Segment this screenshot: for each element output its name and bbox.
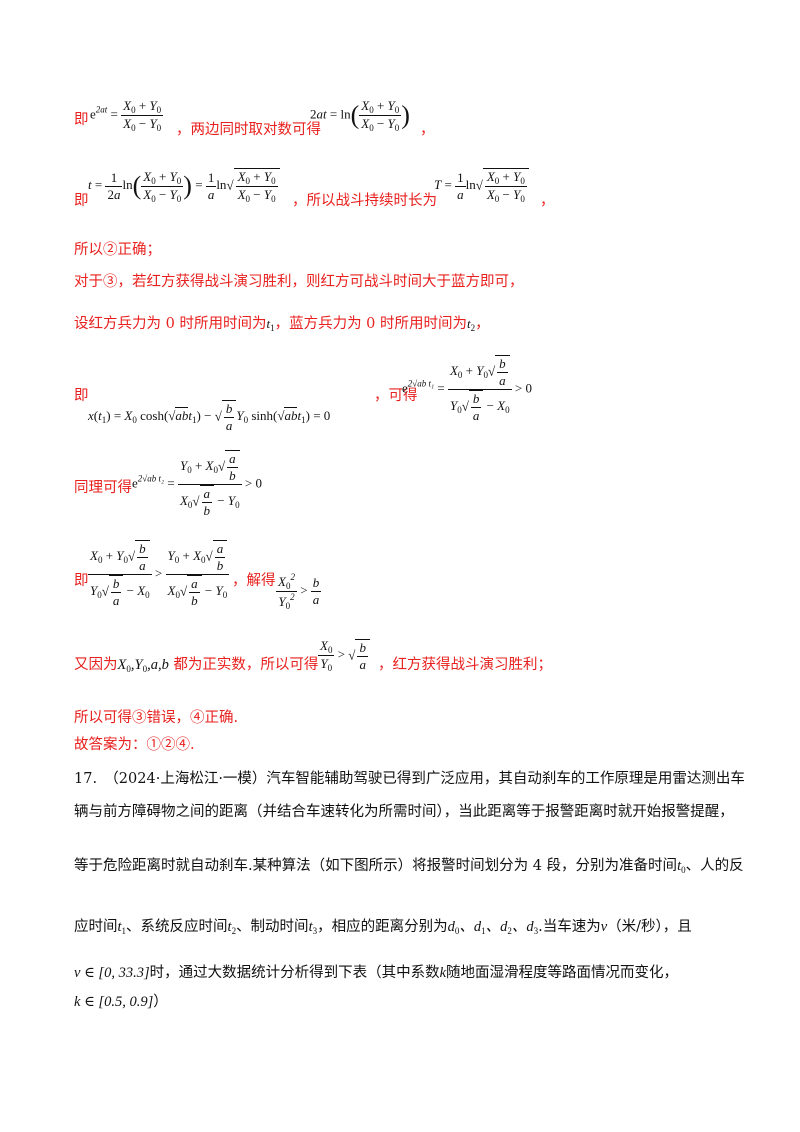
problem-17-line-2: 辆与前方障碍物之间的距离（并结合车速转化为所需时间），当此距离等于报警距离时就开… <box>74 804 734 820</box>
solution-line-2-end: ， <box>540 193 555 209</box>
solution-line-10: 所以可得③错误，④正确. <box>74 710 239 726</box>
problem-17-line-4: 应时间t1、系统反应时间t2、制动时间t3，相应的距离分别为d0、d1、d2、d… <box>74 919 692 936</box>
solution-line-6-mid: ，可得 <box>374 388 418 404</box>
solution-line-3: 所以②正确； <box>74 242 161 258</box>
solution-line-9-end: ，红方获得战斗演习胜利； <box>378 657 552 673</box>
solution-line-2: 即 <box>74 193 89 209</box>
solution-line-8-mid: ，解得 <box>232 573 276 589</box>
solution-line-8: 即 <box>74 573 89 589</box>
solution-line-1-mid: ，两边同时取对数可得 <box>176 122 321 138</box>
solution-line-1-end: ， <box>420 122 435 138</box>
problem-17-line-5: v ∈ [0, 33.3]时，通过大数据统计分析得到下表（其中系数k随地面湿滑程… <box>74 965 679 981</box>
solution-line-5: 设红方兵力为 0 时所用时间为t1，蓝方兵力为 0 时所用时间为t2， <box>74 316 490 333</box>
text-prefix: 即 <box>74 112 89 128</box>
solution-line-2-mid: ，所以战斗持续时长为 <box>292 193 437 209</box>
solution-line-6: 即 <box>74 388 89 404</box>
problem-17-line-1: 17. （2024·上海松江·一模）汽车智能辅助驾驶已得到广泛应用，其自动刹车的… <box>74 771 745 787</box>
solution-line-11: 故答案为：①②④. <box>74 737 195 753</box>
problem-17-line-6: k ∈ [0.5, 0.9]） <box>74 994 168 1010</box>
solution-line-9: 又因为X0,Y0,a,b 都为正实数，所以可得 <box>74 657 319 674</box>
problem-17-line-3: 等于危险距离时就自动刹车.某种算法（如下图所示）将报警时间划分为 4 段，分别为… <box>74 858 744 875</box>
solution-line-1: 即 <box>74 112 89 129</box>
solution-line-4: 对于③，若红方获得战斗演习胜利，则红方可战斗时间大于蓝方即可， <box>74 274 524 290</box>
solution-line-7: 同理可得 <box>74 480 132 496</box>
